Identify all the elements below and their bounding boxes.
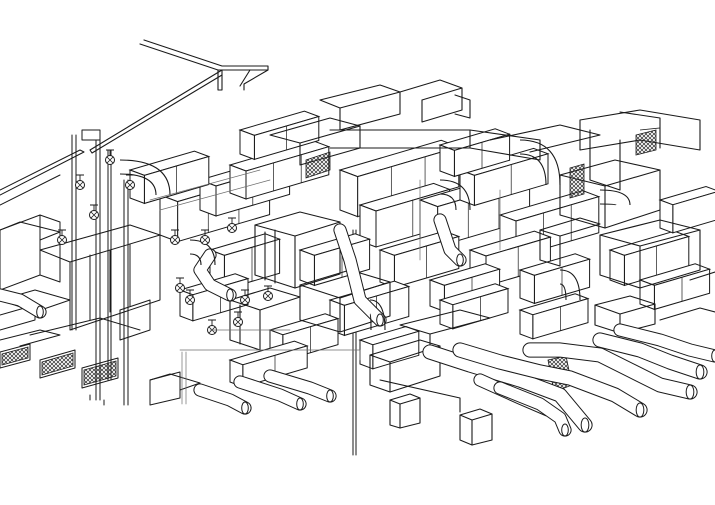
upper-main-duct [269,79,701,191]
duct-elbow [519,139,561,186]
vertical-risers [71,129,357,456]
valve-fitting [105,149,115,165]
central-mixing-boxes [229,211,391,351]
duct-end-collar [685,384,695,400]
left-filter-hatching [1,346,117,386]
duct-end-collar [226,288,234,302]
valve-fitting [175,277,185,293]
flex-duct-run [422,344,593,433]
valve-fitting [263,285,273,301]
duct-segment [378,230,461,289]
flex-duct-run [0,288,47,319]
duct-end-collar [376,313,384,327]
valve-fitting [170,229,180,245]
round-flex-ducts [0,139,715,437]
valve-fitting [57,229,67,245]
valve-fitting [89,204,99,220]
duct-segment [438,283,510,330]
flex-duct-run [333,223,387,327]
duct-end-collar [561,423,569,437]
flex-duct-run [493,381,572,437]
duct-segment [658,185,715,234]
duct-elbow-inner [599,203,617,206]
duct-end-collar [296,397,304,411]
valve-fitting [185,289,195,305]
duct-elbow [369,299,386,331]
flex-duct-run [263,369,337,403]
valve-fitting [240,289,250,305]
duct-elbow-inner [559,283,567,301]
flex-duct-run [433,213,467,267]
valve-fitting [125,174,135,190]
valve-fitting [233,311,243,327]
valve-fitting [200,229,210,245]
flex-duct-run [592,332,708,380]
duct-elbow [189,239,216,266]
duct-elbow [119,159,171,196]
duct-elbow-inner [119,173,157,196]
flex-duct-run [233,375,307,411]
duct-elbow [599,189,631,206]
lower-outlet-boots [369,309,493,446]
duct-elbow [439,179,471,211]
left-air-handling-units [0,214,201,406]
flex-duct-run [452,342,648,418]
top-supply-pipe [89,39,269,154]
duct-end-collar [241,401,249,415]
hanger-rods-and-guides [149,169,501,405]
valve-fitting [227,217,237,233]
duct-segment [438,128,512,178]
duct-segment [358,325,421,370]
duct-elbow [559,269,581,301]
valve-fitting [207,319,217,335]
flex-duct-run [522,342,698,400]
flex-duct-run [193,248,237,302]
flex-duct-run [193,383,252,415]
left-branch-pipe [0,149,85,206]
duct-segment [298,233,372,287]
duct-end-collar [456,253,464,267]
duct-end-collar [326,389,334,403]
duct-end-collar [36,305,44,319]
duct-elbow-inner [439,193,457,211]
duct-end-collar [635,402,645,418]
duct-segment [128,150,211,205]
flex-duct-run [613,323,715,363]
duct-segment [228,340,309,388]
duct-segment [518,293,590,340]
duct-segment [238,110,321,161]
duct-end-collar [580,417,590,433]
duct-elbow-inner [189,253,202,266]
duct-elbow-inner [369,313,372,331]
duct-end-collar [711,349,715,363]
duct-elbow-inner [519,153,547,186]
valve-fitting [75,174,85,190]
duct-end-collar [695,364,705,380]
